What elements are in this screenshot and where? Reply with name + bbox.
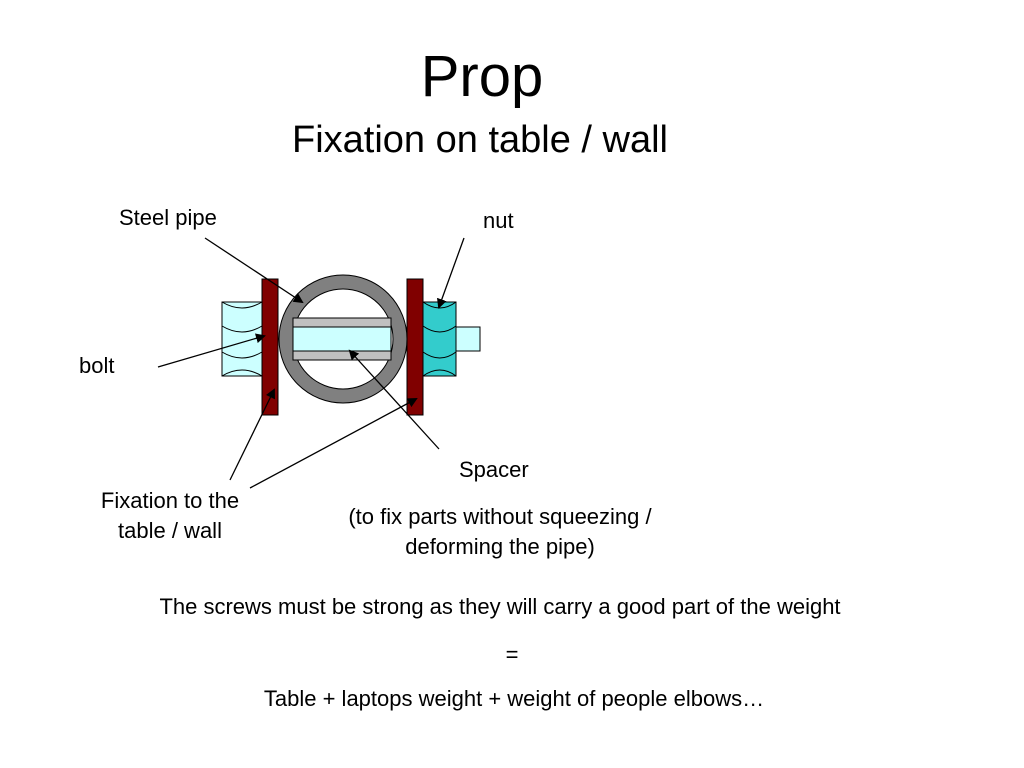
leader-spacer xyxy=(348,349,440,450)
label-bolt: bolt xyxy=(79,353,115,378)
leader-nut xyxy=(437,237,465,309)
fixation-plate-right xyxy=(406,278,424,416)
leader-steel-pipe xyxy=(204,237,304,304)
leader-fixation-left xyxy=(229,388,275,481)
page-title: Prop xyxy=(420,44,544,109)
leader-bolt xyxy=(157,333,266,368)
note-weight: Table + laptops weight + weight of peopl… xyxy=(263,686,765,711)
leader-fixation-right xyxy=(249,398,418,489)
label-nut: nut xyxy=(483,208,514,233)
nut xyxy=(422,301,457,377)
label-steel-pipe: Steel pipe xyxy=(119,205,217,230)
steel-pipe-outer-edge xyxy=(278,274,408,404)
fixation-plate-left xyxy=(261,278,279,416)
note-screws: The screws must be strong as they will c… xyxy=(159,594,841,619)
label-fixation: Fixation to the table / wall xyxy=(100,488,240,543)
label-spacer-note: (to fix parts without squeezing / deform… xyxy=(348,504,652,559)
label-spacer: Spacer xyxy=(459,457,529,482)
bolt-shaft xyxy=(454,326,481,352)
spacer xyxy=(292,317,392,361)
page-subtitle: Fixation on table / wall xyxy=(292,119,668,161)
note-equals: = xyxy=(505,642,519,667)
steel-pipe xyxy=(279,275,407,403)
